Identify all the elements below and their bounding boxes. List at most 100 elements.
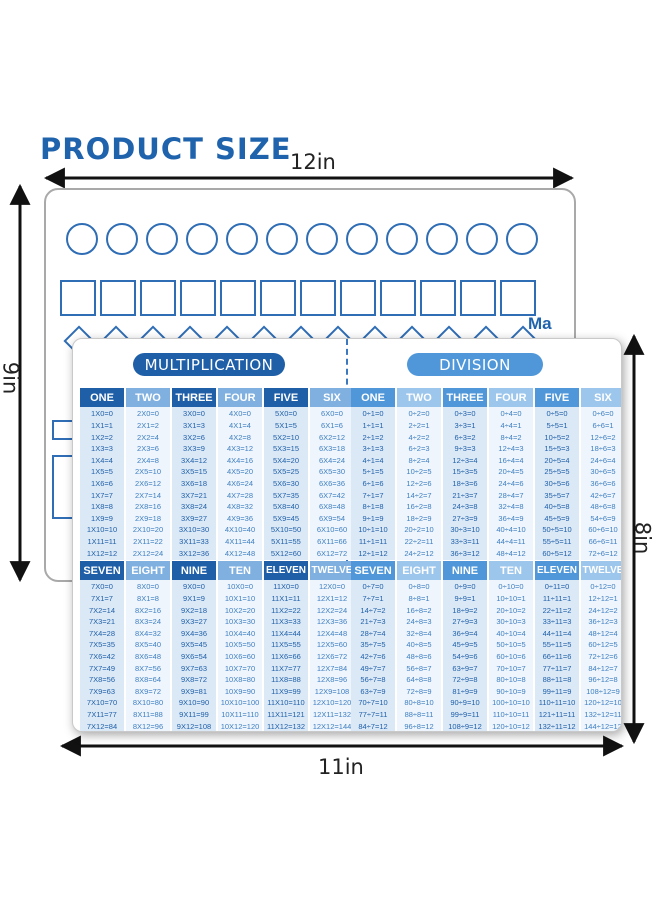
table-cell: 50÷10=5 xyxy=(496,640,526,650)
table-cell: 3X2=6 xyxy=(183,432,205,442)
table-cell: 8÷4=2 xyxy=(500,432,522,442)
table-cell: 9X2=18 xyxy=(180,605,208,615)
table-cell: 12X8=96 xyxy=(316,675,348,685)
table-cell: 36÷6=6 xyxy=(590,478,616,488)
table-cell: 8÷8=1 xyxy=(408,593,430,603)
square-shape xyxy=(220,280,256,316)
column-header: TWO xyxy=(397,388,441,407)
table-cell: 63÷9=7 xyxy=(452,663,478,673)
square-shape xyxy=(420,280,456,316)
table-cell: 81÷9=9 xyxy=(452,686,478,696)
table-cell: 5X3=15 xyxy=(272,444,300,454)
table-cell: 9X8=72 xyxy=(180,675,208,685)
table-cell: 11X6=66 xyxy=(271,651,301,661)
table-cell: 30÷3=10 xyxy=(450,525,480,535)
table-cell: 1X2=2 xyxy=(91,432,113,442)
table-cell: 7X2=14 xyxy=(88,605,116,615)
table-cell: 5X12=60 xyxy=(270,548,302,558)
table-cell: 1X8=8 xyxy=(91,502,113,512)
table-cell: 22÷11=2 xyxy=(542,605,572,615)
table-cell: 9X5=45 xyxy=(180,640,208,650)
table-cell: 66÷11=6 xyxy=(542,651,572,661)
circle-shape xyxy=(66,223,98,255)
table-cell: 7÷1=7 xyxy=(362,490,384,500)
table-cell: 1X11=11 xyxy=(87,537,117,546)
table-cell: 7X8=56 xyxy=(88,675,116,685)
table-cell: 7X9=63 xyxy=(88,686,116,696)
column-header: TWO xyxy=(126,388,170,407)
square-shape xyxy=(60,280,96,316)
table-cell: 4X4=16 xyxy=(226,455,254,465)
table-cell: 32÷4=8 xyxy=(498,502,524,512)
table-cell: 48÷4=12 xyxy=(496,548,526,558)
back-width-label: 12in xyxy=(290,150,336,174)
table-cell: 77÷7=11 xyxy=(358,710,388,719)
table-cell: 9÷1=9 xyxy=(362,513,384,523)
table-cell: 88÷11=8 xyxy=(542,675,572,685)
table-cell: 2X0=0 xyxy=(137,409,159,419)
table-cell: 1X9=9 xyxy=(91,513,113,523)
table-cell: 11X8=88 xyxy=(271,675,301,685)
table-cell: 72÷12=6 xyxy=(588,651,618,661)
table-cell: 2X12=24 xyxy=(132,548,164,558)
table-cell: 3X10=30 xyxy=(178,525,210,535)
circle-shape xyxy=(306,223,338,255)
table-cell: 4X1=4 xyxy=(229,420,251,430)
table-cell: 16÷4=4 xyxy=(498,455,524,465)
table-cell: 8X1=8 xyxy=(137,593,159,603)
table-cell: 42÷6=7 xyxy=(590,490,616,500)
table-cell: 2÷1=2 xyxy=(362,432,384,442)
table-cell: 0÷5=0 xyxy=(546,409,568,419)
circle-row xyxy=(66,223,538,255)
square-shape xyxy=(340,280,376,316)
circle-shape xyxy=(146,223,178,255)
table-cell: 12X1=12 xyxy=(316,593,348,603)
table-cell: 28÷4=7 xyxy=(498,490,524,500)
table-cell: 96÷8=12 xyxy=(404,721,434,731)
table-cell: 2X4=8 xyxy=(137,455,159,465)
table-cell: 10÷5=2 xyxy=(544,432,570,442)
table-cell: 24÷8=3 xyxy=(406,617,432,627)
table-cell: 30÷5=6 xyxy=(544,478,570,488)
table-cell: 3X9=27 xyxy=(180,513,208,523)
table-cell: 6X1=6 xyxy=(321,420,343,430)
table-cell: 20÷4=5 xyxy=(498,467,524,477)
table-cell: 2÷2=1 xyxy=(408,420,430,430)
circle-shape xyxy=(266,223,298,255)
table-cell: 44÷11=4 xyxy=(542,628,572,638)
table-cell: 90÷10=9 xyxy=(496,686,526,696)
table-cell: 12÷1=12 xyxy=(358,548,388,558)
table-cell: 5X2=10 xyxy=(272,432,300,442)
column-header: FOUR xyxy=(218,388,262,407)
table-cell: 24÷6=4 xyxy=(590,455,616,465)
table-cell: 9X11=99 xyxy=(179,710,209,719)
table-cell: 0÷3=0 xyxy=(454,409,476,419)
table-cell: 108÷9=12 xyxy=(448,721,482,731)
column-header: ONE xyxy=(351,388,395,407)
table-cell: 8X3=24 xyxy=(134,617,162,627)
table-cell: 9÷3=3 xyxy=(454,444,476,454)
table-cell: 60÷10=6 xyxy=(496,651,526,661)
table-cell: 6X3=18 xyxy=(318,444,346,454)
table-cell: 4÷2=2 xyxy=(408,432,430,442)
table-cell: 1X12=12 xyxy=(86,548,118,558)
square-shape xyxy=(460,280,496,316)
table-cell: 8X6=48 xyxy=(134,651,162,661)
table-cell: 9X12=108 xyxy=(176,721,212,731)
table-cell: 72÷6=12 xyxy=(588,548,618,558)
table-cell: 132÷11=12 xyxy=(538,721,576,731)
table-cell: 9X3=27 xyxy=(180,617,208,627)
table-cell: 5X10=50 xyxy=(270,525,302,535)
table-cell: 5X5=25 xyxy=(272,467,300,477)
